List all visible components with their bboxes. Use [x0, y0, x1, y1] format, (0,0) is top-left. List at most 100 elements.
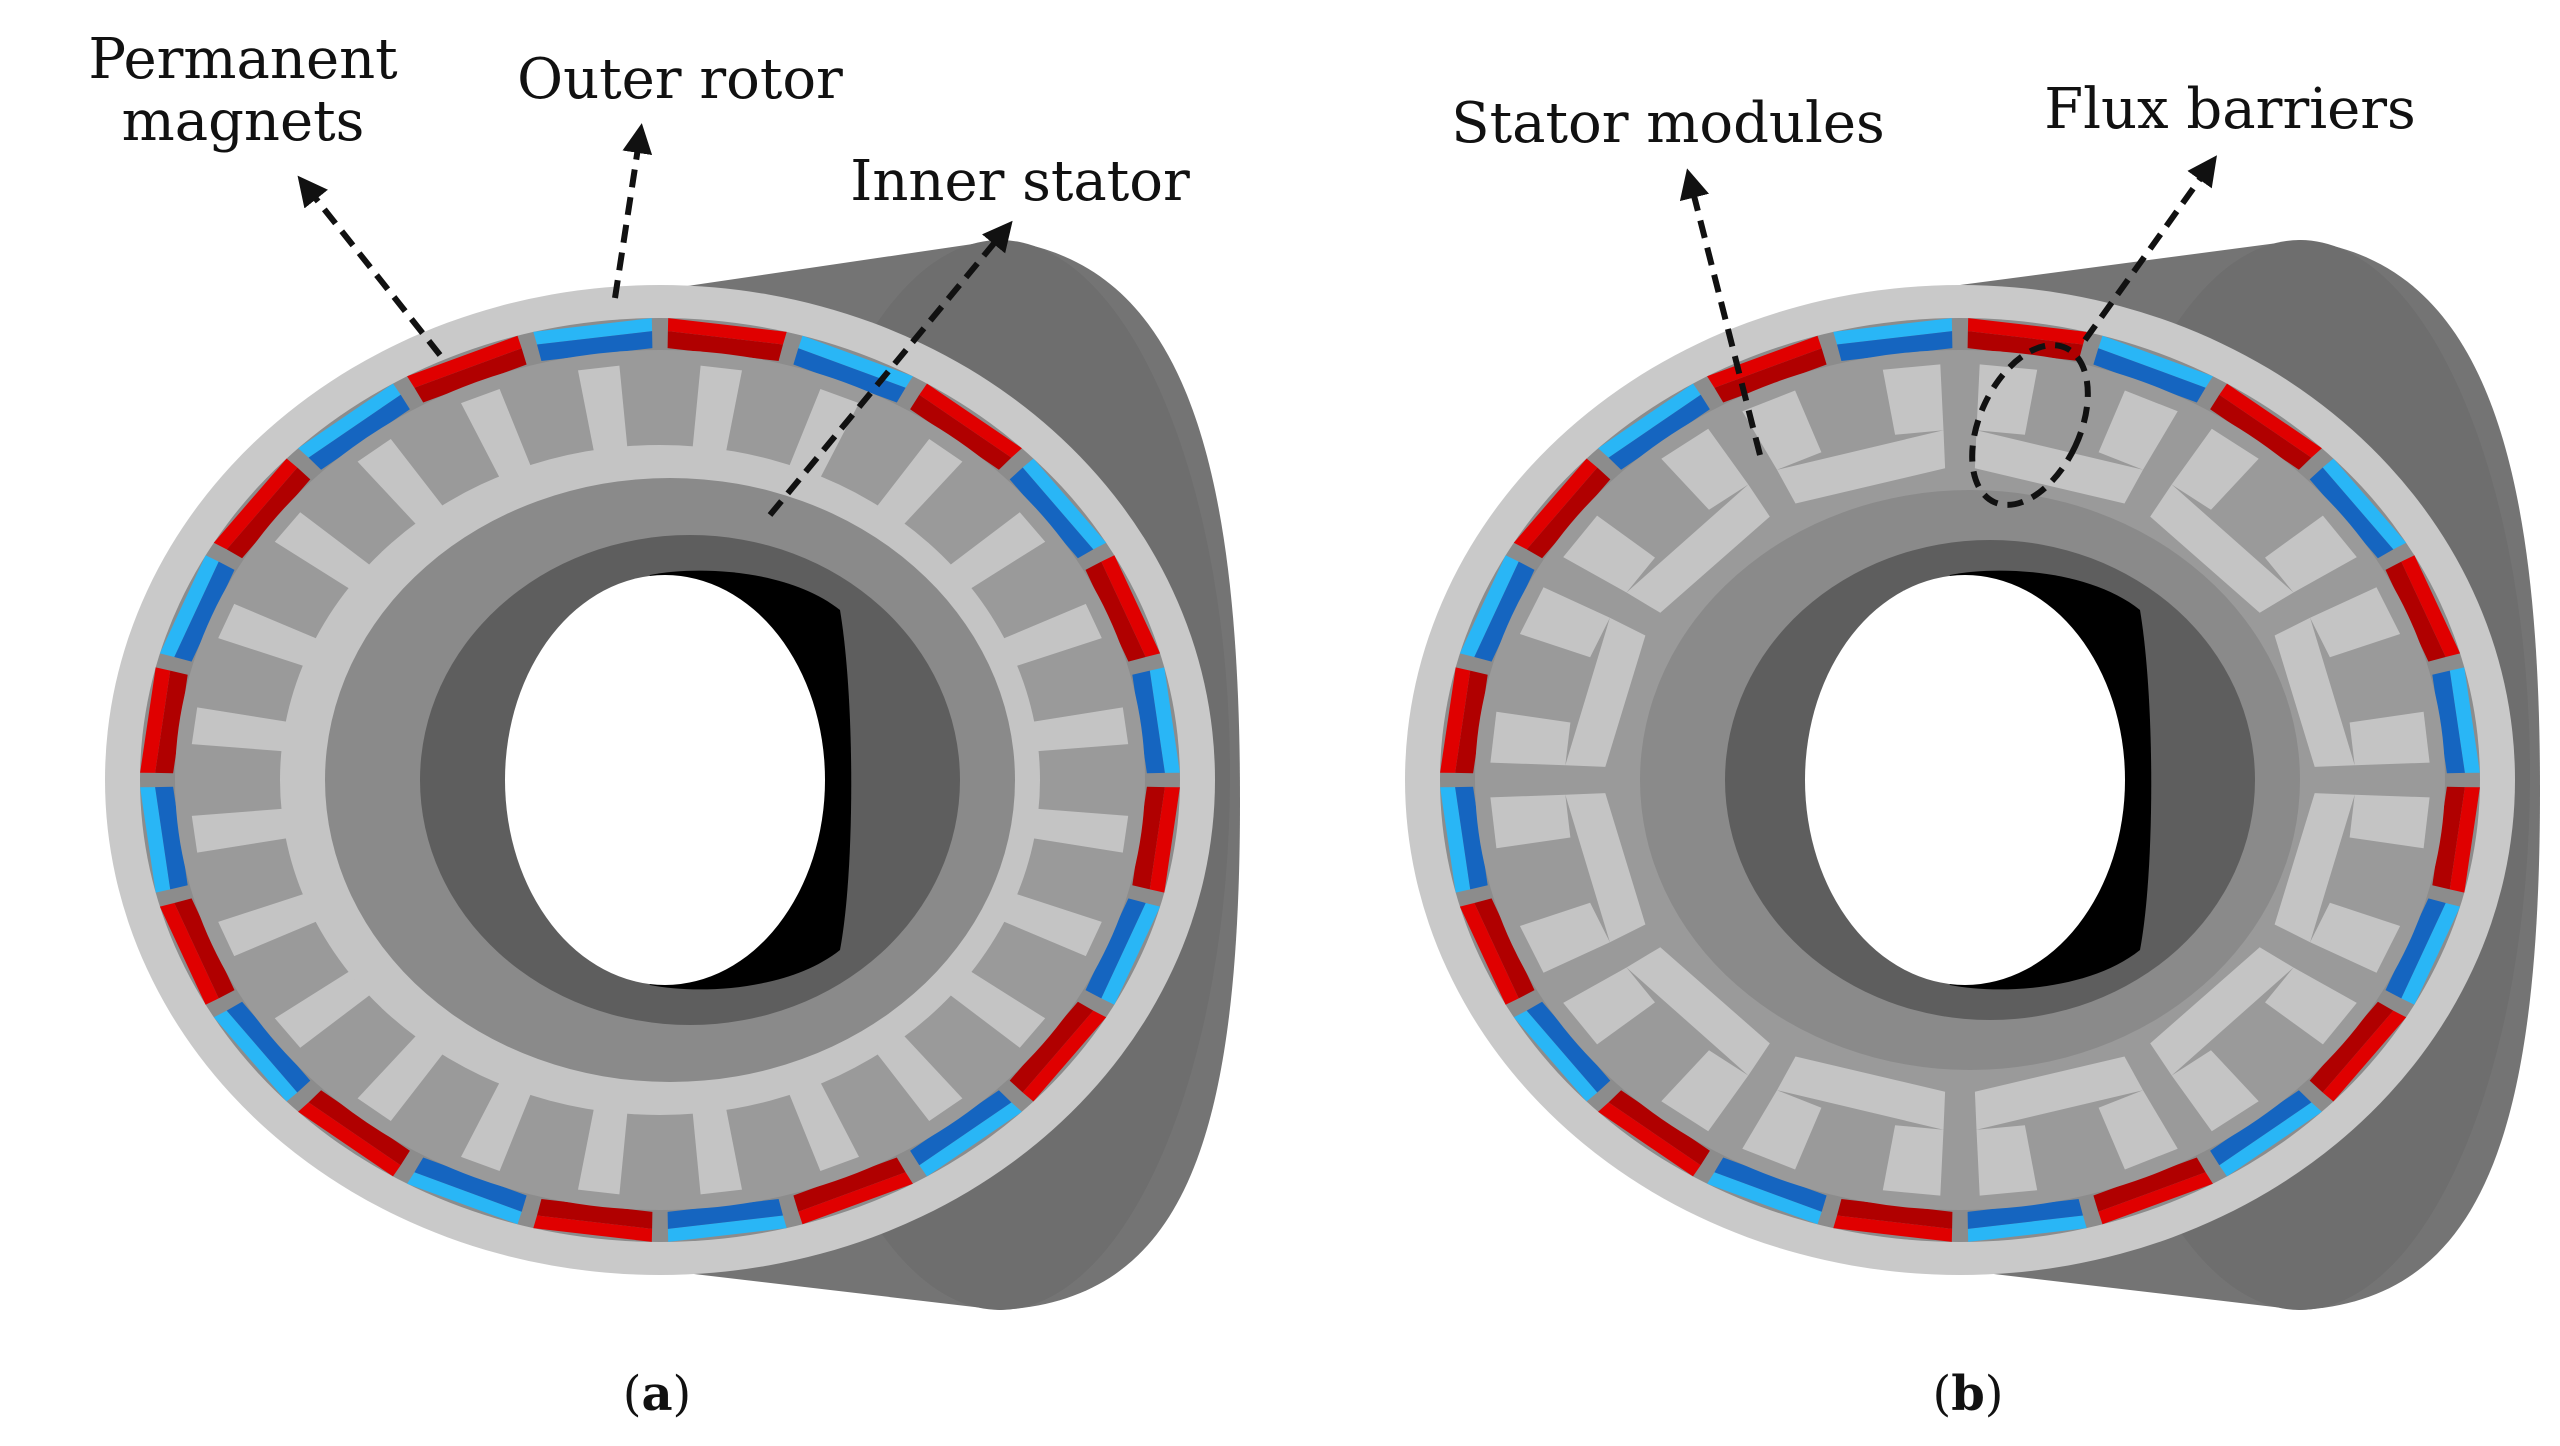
panel-a-tooth-17: [578, 365, 629, 459]
panel-b-magnet-14: [1513, 458, 1598, 550]
panel-b-magnet-7: [1707, 1172, 1822, 1225]
label-permanent-magnets-line2: magnets: [122, 89, 365, 154]
panel-b-module-base-3: [1777, 1056, 1946, 1130]
caption-a: (a): [623, 1366, 692, 1422]
panel-a-magnet-8: [298, 1102, 401, 1177]
panel-a-tooth-9: [274, 966, 377, 1048]
panel-a-tooth-8: [357, 1029, 448, 1121]
panel-a-magnet-18: [667, 318, 787, 345]
panel-b-magnet-block-22: [2385, 561, 2446, 662]
panel-a-bore-opening: [505, 575, 825, 985]
panel-a-magnet-block-3: [910, 1090, 1012, 1166]
panel-a-magnet-block-20: [910, 394, 1012, 470]
panel-b-module-leg-l-7: [1563, 515, 1655, 593]
panel-b-magnet-block-12: [1455, 670, 1488, 774]
panel-a-magnet-block-11: [155, 786, 188, 890]
panel-a-tooth-11: [191, 808, 296, 853]
panel-a-magnet-block-21: [1009, 467, 1094, 559]
panel-a-magnet-13: [159, 555, 219, 657]
panel-b-motor: [1405, 240, 2540, 1310]
panel-a-magnet-14: [213, 458, 298, 550]
panel-a-magnet-10: [159, 903, 219, 1005]
panel-a-magnet-block-14: [226, 467, 311, 559]
panel-a-magnet-20: [919, 383, 1022, 458]
arrow-flux-barriers: [2082, 155, 2217, 342]
panel-b-magnet-block-19: [2093, 348, 2206, 403]
panel-a-magnet-block-6: [537, 1199, 653, 1229]
panel-b-magnet-block-1: [2385, 898, 2446, 999]
panel-b-magnet-block-23: [2432, 670, 2465, 774]
panel-b-module-leg-r-3: [1742, 1090, 1822, 1170]
panel-b-magnet-5: [1967, 1215, 2087, 1242]
panel-a-magnet-1: [1101, 903, 1161, 1005]
panel-b-module-leg-r-5: [1490, 794, 1571, 849]
panel-b-magnet-block-2: [2309, 1001, 2394, 1093]
panel-b-magnet-block-14: [1526, 467, 1611, 559]
panel-b-module-leg-l-2: [2098, 1090, 2178, 1170]
panel-b-magnet-3: [2219, 1102, 2322, 1177]
panel-b-module-leg-l-4: [1661, 1050, 1749, 1132]
panel-b-magnet-8: [1598, 1102, 1701, 1177]
panel-b-module-leg-r-11: [2349, 711, 2430, 766]
panel-a-magnet-11: [140, 787, 171, 893]
panel-a-tooth-1: [995, 891, 1102, 957]
panel-a-magnet-block-10: [174, 898, 235, 999]
panel-b-magnets: [1440, 318, 2480, 1242]
panel-b-module-leg-r-7: [1661, 428, 1749, 510]
panel-a-magnet-22: [1101, 555, 1161, 657]
panel-b-annotations: Stator modules Flux barriers (b): [1451, 77, 2416, 1422]
panel-b-module-leg-l-11: [2310, 587, 2401, 658]
panel-a-magnet-block-9: [226, 1001, 311, 1093]
panel-b-module-leg-l-0: [2349, 794, 2430, 849]
panel-a-tooth-20: [872, 439, 963, 531]
panel-a-stator-teeth: [191, 365, 1129, 1195]
label-inner-stator: Inner stator: [850, 149, 1190, 214]
panel-b-module-base-2: [1974, 1056, 2143, 1130]
panel-a-magnet-block-8: [308, 1090, 410, 1166]
panel-b-module-base-4: [1626, 947, 1770, 1076]
panel-b-magnet-23: [2449, 667, 2480, 773]
panel-b-magnet-2: [2322, 1010, 2407, 1102]
panel-b-module-leg-r-2: [1976, 1125, 2038, 1196]
panel-b-module-base-7: [1626, 484, 1770, 613]
panel-b-magnet-block-6: [1837, 1199, 1953, 1229]
panel-a-magnet-7: [407, 1172, 522, 1225]
panel-b-magnet-13: [1459, 555, 1519, 657]
panel-a-tooth-18: [691, 365, 742, 459]
panel-b-magnet-22: [2401, 555, 2461, 657]
panel-a-magnet-block-2: [1009, 1001, 1094, 1093]
panel-a-magnet-17: [533, 318, 653, 345]
panel-b-magnet-block-0: [2432, 786, 2465, 890]
panel-b-magnet-10: [1459, 903, 1519, 1005]
panel-b-module-base-5: [1565, 793, 1646, 943]
panel-a-magnet-block-4: [793, 1157, 906, 1212]
panel-b-module-leg-r-9: [2098, 390, 2178, 470]
panel-b-magnet-17: [1833, 318, 1953, 345]
panel-b-module-base-9: [1974, 430, 2143, 504]
panel-a-magnet-6: [533, 1215, 653, 1242]
panel-b-module-leg-r-0: [2310, 902, 2401, 973]
panel-b-magnet-block-18: [1967, 331, 2083, 361]
panel-a-tooth-7: [461, 1075, 534, 1171]
panel-b-magnet-6: [1833, 1215, 1953, 1242]
panel-b-module-leg-r-8: [1882, 364, 1944, 435]
panel-b-module-leg-r-6: [1519, 587, 1610, 658]
panel-a-tooth-21: [943, 512, 1046, 594]
panel-b-magnet-block-17: [1837, 331, 1953, 361]
arrow-inner-stator: [767, 220, 1013, 517]
panel-a-motor: [105, 240, 1240, 1310]
panel-b-magnet-block-21: [2309, 467, 2394, 559]
panel-b-magnet-18: [1967, 318, 2087, 345]
panel-a-tooth-19: [786, 389, 859, 485]
panel-a-magnet-block-22: [1085, 561, 1146, 662]
panel-a-magnet-block-16: [414, 348, 527, 403]
arrow-outer-rotor: [612, 123, 653, 299]
panel-b-magnet-4: [2098, 1172, 2213, 1225]
panel-b-module-leg-l-5: [1519, 902, 1610, 973]
panel-a-magnet-block-13: [174, 561, 235, 662]
panel-b-module-leg-r-10: [2265, 515, 2357, 593]
panel-b-magnet-1: [2401, 903, 2461, 1005]
panel-a-tooth-6: [578, 1101, 629, 1195]
